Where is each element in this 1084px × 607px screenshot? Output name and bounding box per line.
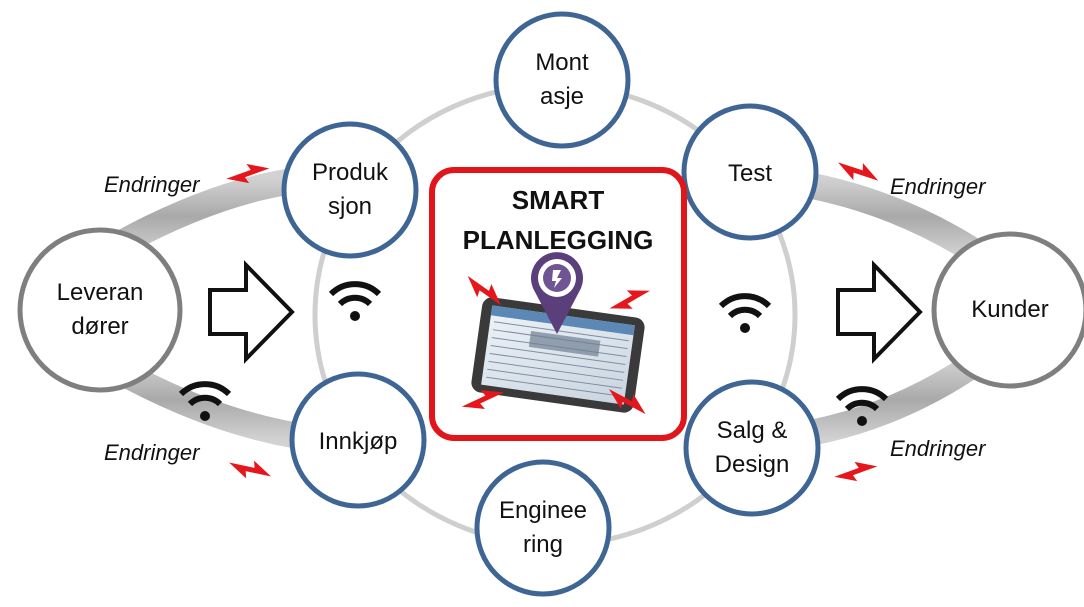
lightning-icon bbox=[838, 162, 879, 181]
test-label-line1: Test bbox=[727, 160, 772, 187]
wifi-icon-left bbox=[328, 281, 382, 321]
produksjon-label-line2: sjon bbox=[327, 193, 373, 220]
produksjon-label: Produk sjon bbox=[284, 154, 416, 226]
lightning-icon bbox=[229, 460, 272, 479]
produksjon-label-line1: Produk bbox=[311, 159, 389, 186]
arrow-right-icon bbox=[836, 260, 923, 364]
changes-label-top-right: Endringer bbox=[890, 174, 986, 199]
lightning-icon bbox=[609, 290, 651, 309]
salg-design-node bbox=[683, 379, 821, 517]
engineering-label: Enginee ring bbox=[477, 492, 609, 564]
engineering-label-line1: Enginee bbox=[498, 497, 588, 524]
changes-label-top-left: Endringer bbox=[104, 172, 200, 197]
lightning-icon bbox=[461, 390, 504, 410]
salg-design-label-line1: Salg & bbox=[716, 417, 788, 444]
wifi-icon-right bbox=[718, 293, 772, 333]
test-label: Test bbox=[684, 154, 816, 194]
innkjop-label-line1: Innkjøp bbox=[318, 428, 398, 455]
engineering-node bbox=[474, 459, 612, 597]
tablet-icon bbox=[471, 297, 645, 413]
center-title-line2: PLANLEGGING bbox=[462, 225, 654, 255]
montasje-label: Mont asje bbox=[496, 44, 628, 116]
center-title-line1: SMART bbox=[511, 185, 605, 215]
montasje-node bbox=[493, 11, 631, 149]
lightning-icon bbox=[608, 389, 646, 415]
lightning-icon bbox=[467, 275, 501, 306]
wifi-icon-bottom-right bbox=[835, 386, 889, 426]
suppliers-label-line2: dører bbox=[71, 313, 129, 340]
location-pin-icon bbox=[531, 252, 583, 334]
engineering-label-line2: ring bbox=[522, 531, 564, 558]
montasje-label-line1: Mont bbox=[535, 49, 589, 76]
montasje-label-line2: asje bbox=[539, 83, 585, 110]
customers-label-line1: Kunder bbox=[971, 296, 1049, 323]
suppliers-node bbox=[17, 227, 183, 393]
suppliers-label: Leveran dører bbox=[20, 270, 180, 350]
lightning-bolts bbox=[226, 162, 879, 482]
produksjon-node bbox=[281, 121, 419, 259]
customers-label: Kunder bbox=[934, 290, 1084, 330]
changes-label-bottom-right: Endringer bbox=[890, 436, 986, 461]
arrow-left-icon bbox=[208, 260, 295, 364]
customers-node bbox=[931, 231, 1084, 389]
lightning-icon bbox=[226, 163, 270, 184]
innkjop-node bbox=[289, 371, 427, 509]
changes-label-bottom-left: Endringer bbox=[104, 440, 200, 465]
suppliers-label-line1: Leveran bbox=[56, 279, 144, 306]
salg-design-label: Salg & Design bbox=[686, 412, 818, 484]
test-node bbox=[681, 103, 819, 241]
lightning-icon bbox=[834, 461, 878, 482]
salg-design-label-line2: Design bbox=[714, 451, 790, 478]
wifi-icon-bottom-left bbox=[178, 381, 232, 421]
innkjop-label: Innkjøp bbox=[292, 422, 424, 462]
